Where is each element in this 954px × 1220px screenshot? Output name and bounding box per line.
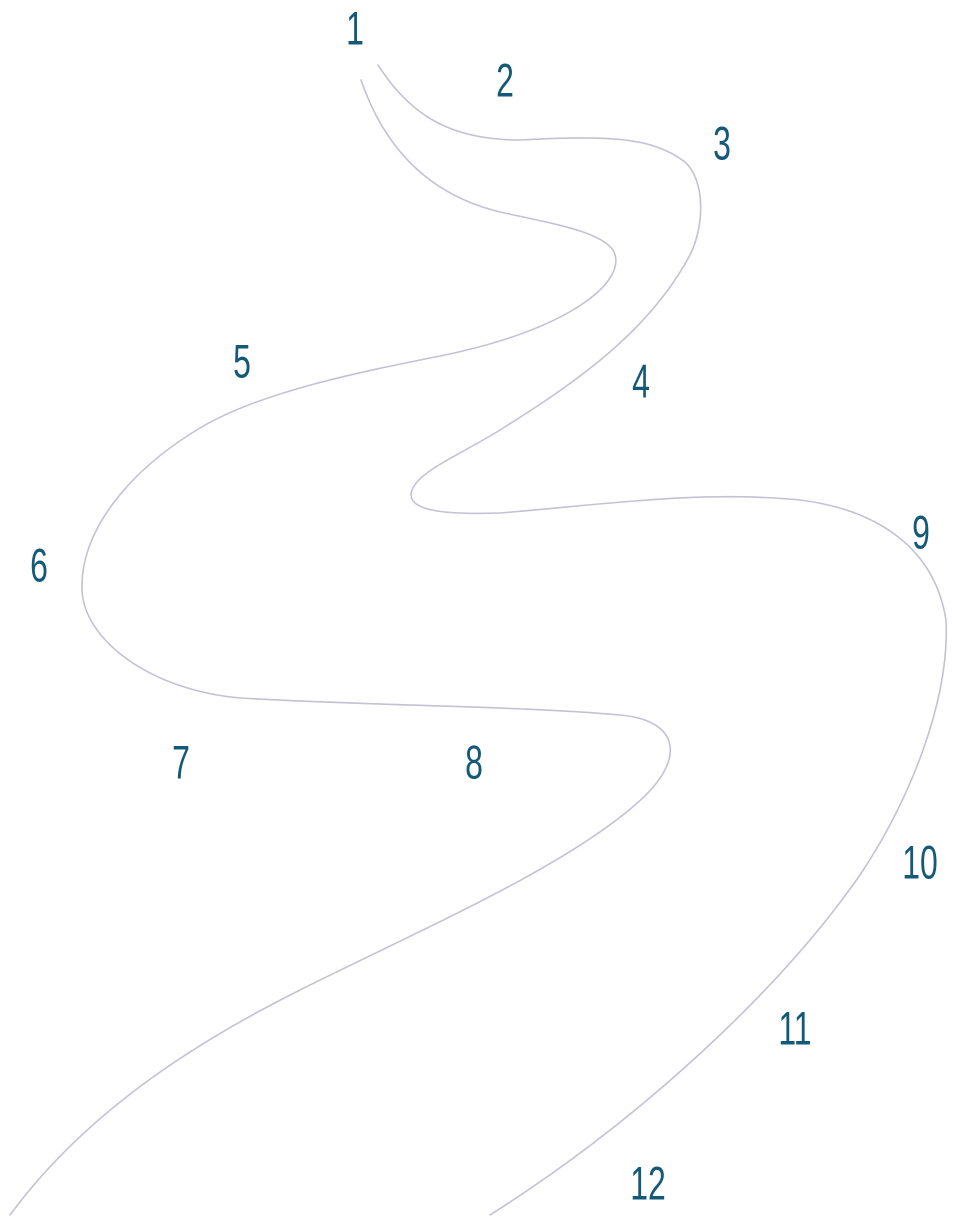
road-right-edge <box>378 65 946 1215</box>
milestone-6: 6 <box>30 542 48 589</box>
milestone-1: 1 <box>346 5 364 52</box>
milestone-12: 12 <box>630 1160 666 1207</box>
milestone-9: 9 <box>912 509 930 556</box>
milestone-11: 11 <box>778 1005 811 1052</box>
milestone-2: 2 <box>496 57 514 104</box>
milestone-5: 5 <box>233 338 251 385</box>
milestone-4: 4 <box>632 358 650 405</box>
milestone-8: 8 <box>465 739 483 786</box>
milestone-3: 3 <box>713 120 731 167</box>
road-left-edge <box>10 80 670 1215</box>
milestone-10: 10 <box>902 839 938 886</box>
milestone-7: 7 <box>172 739 190 786</box>
